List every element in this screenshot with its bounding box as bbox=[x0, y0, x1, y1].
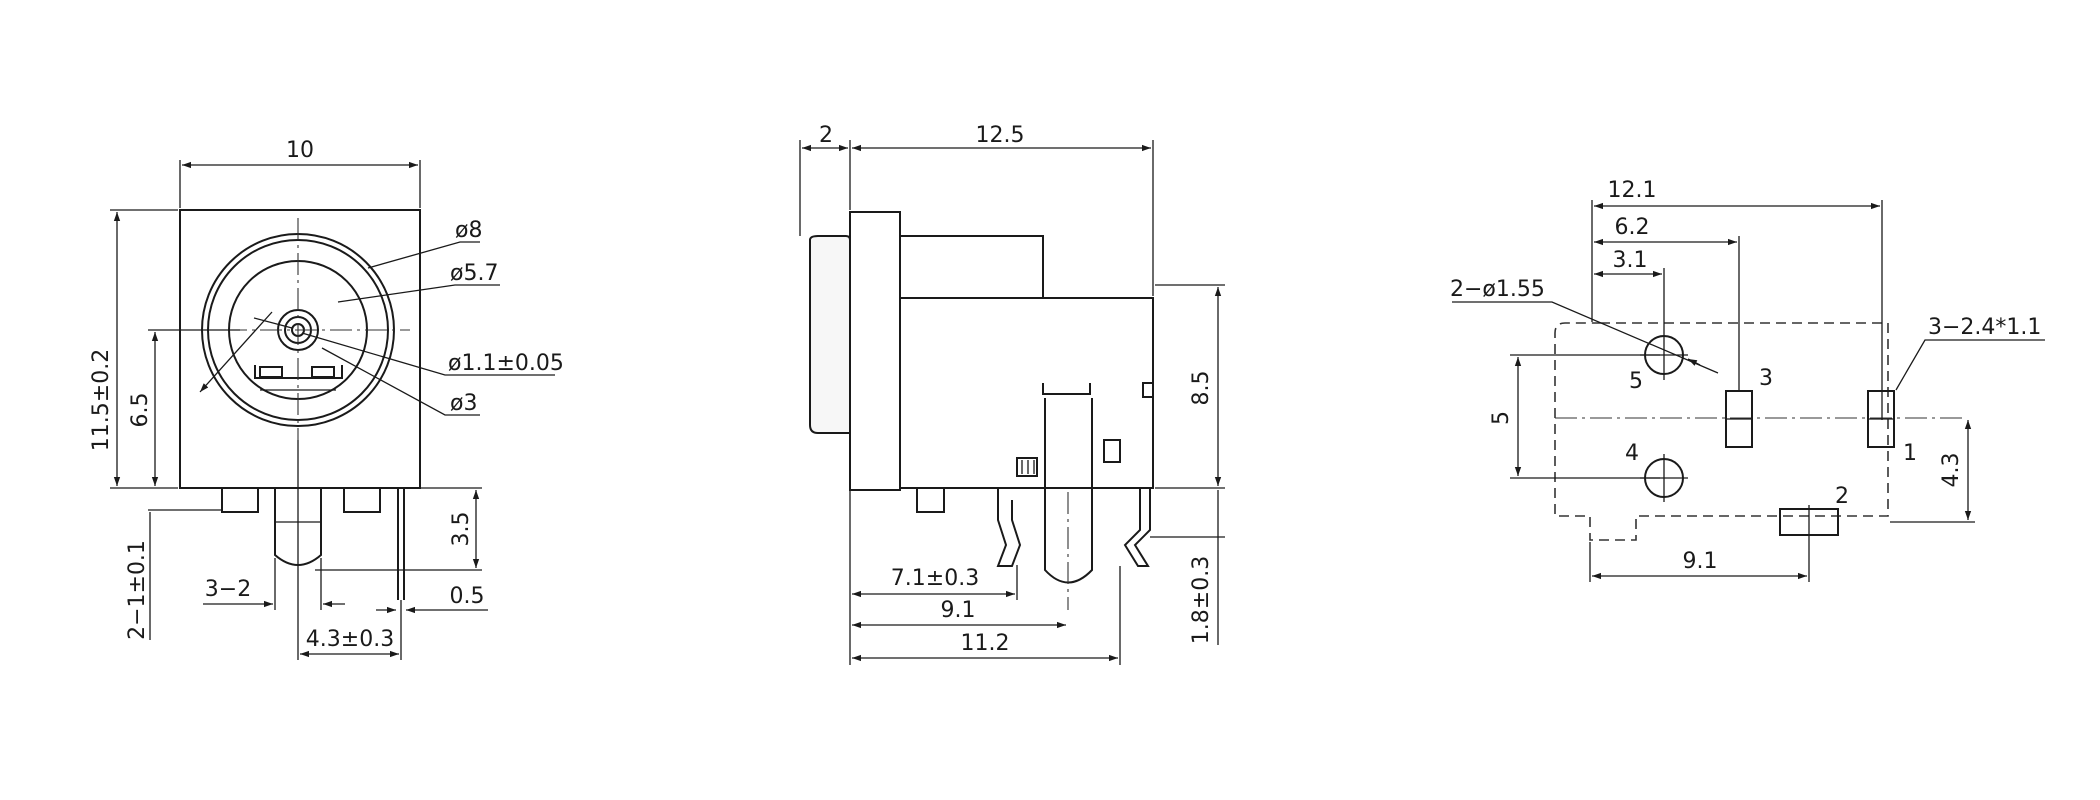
pad-label-2: 2 bbox=[1835, 484, 1849, 509]
front-pins bbox=[221, 488, 405, 600]
pad-label-5: 5 bbox=[1629, 369, 1643, 394]
dim-dia-outer: ø8 bbox=[455, 218, 482, 243]
front-view: 10 11.5±0.2 6.5 3.5 2−1±0.1 3−2 0.5 4.3±… bbox=[89, 138, 564, 660]
dim-pin-thickness: 0.5 bbox=[450, 584, 485, 609]
pad-label-1: 1 bbox=[1903, 441, 1917, 466]
dim-pin-length: 3.5 bbox=[449, 512, 474, 547]
dim-small: 3.1 bbox=[1613, 248, 1648, 273]
dim-pin-clearance: 1.8±0.3 bbox=[1189, 556, 1214, 644]
dim-total: 12.1 bbox=[1608, 178, 1657, 203]
pad-label-3: 3 bbox=[1759, 366, 1773, 391]
dim-slots: 3−2.4*1.1 bbox=[1928, 315, 2041, 340]
dim-pin-count: 3−2 bbox=[205, 577, 251, 602]
dim-holes: 2−ø1.55 bbox=[1450, 277, 1545, 302]
dim-flange: 2 bbox=[819, 123, 833, 148]
footprint-view: 12.1 6.2 3.1 2−ø1.55 3−2.4*1.1 5 4.3 9.1… bbox=[1450, 178, 2045, 582]
dim-height: 8.5 bbox=[1189, 371, 1214, 406]
dim-c: 11.2 bbox=[961, 631, 1010, 656]
dim-dia-inner: ø5.7 bbox=[450, 261, 498, 286]
dim-mid: 6.2 bbox=[1615, 215, 1650, 240]
side-view: 2 12.5 8.5 1.8±0.3 7.1±0.3 9.1 11.2 bbox=[799, 123, 1225, 665]
dim-front-height: 11.5±0.2 bbox=[89, 349, 114, 451]
pad-label-4: 4 bbox=[1625, 441, 1639, 466]
dim-pin-spacing: 4.3±0.3 bbox=[306, 627, 394, 652]
dim-vertical: 5 bbox=[1489, 411, 1514, 425]
dim-bottom: 9.1 bbox=[1683, 549, 1718, 574]
dim-center-height: 6.5 bbox=[128, 393, 153, 428]
dim-offset: 4.3 bbox=[1939, 453, 1964, 488]
footprint-holes bbox=[1640, 330, 1688, 502]
dim-a: 7.1±0.3 bbox=[891, 566, 979, 591]
dim-dia-pin: ø1.1±0.05 bbox=[448, 351, 564, 376]
dim-dia-hole: ø3 bbox=[450, 391, 477, 416]
footprint-slots bbox=[1725, 390, 1895, 540]
dim-body-length: 12.5 bbox=[976, 123, 1025, 148]
dim-pin-offset: 2−1±0.1 bbox=[125, 540, 150, 640]
dim-b: 9.1 bbox=[941, 598, 976, 623]
dim-front-width: 10 bbox=[286, 138, 314, 163]
